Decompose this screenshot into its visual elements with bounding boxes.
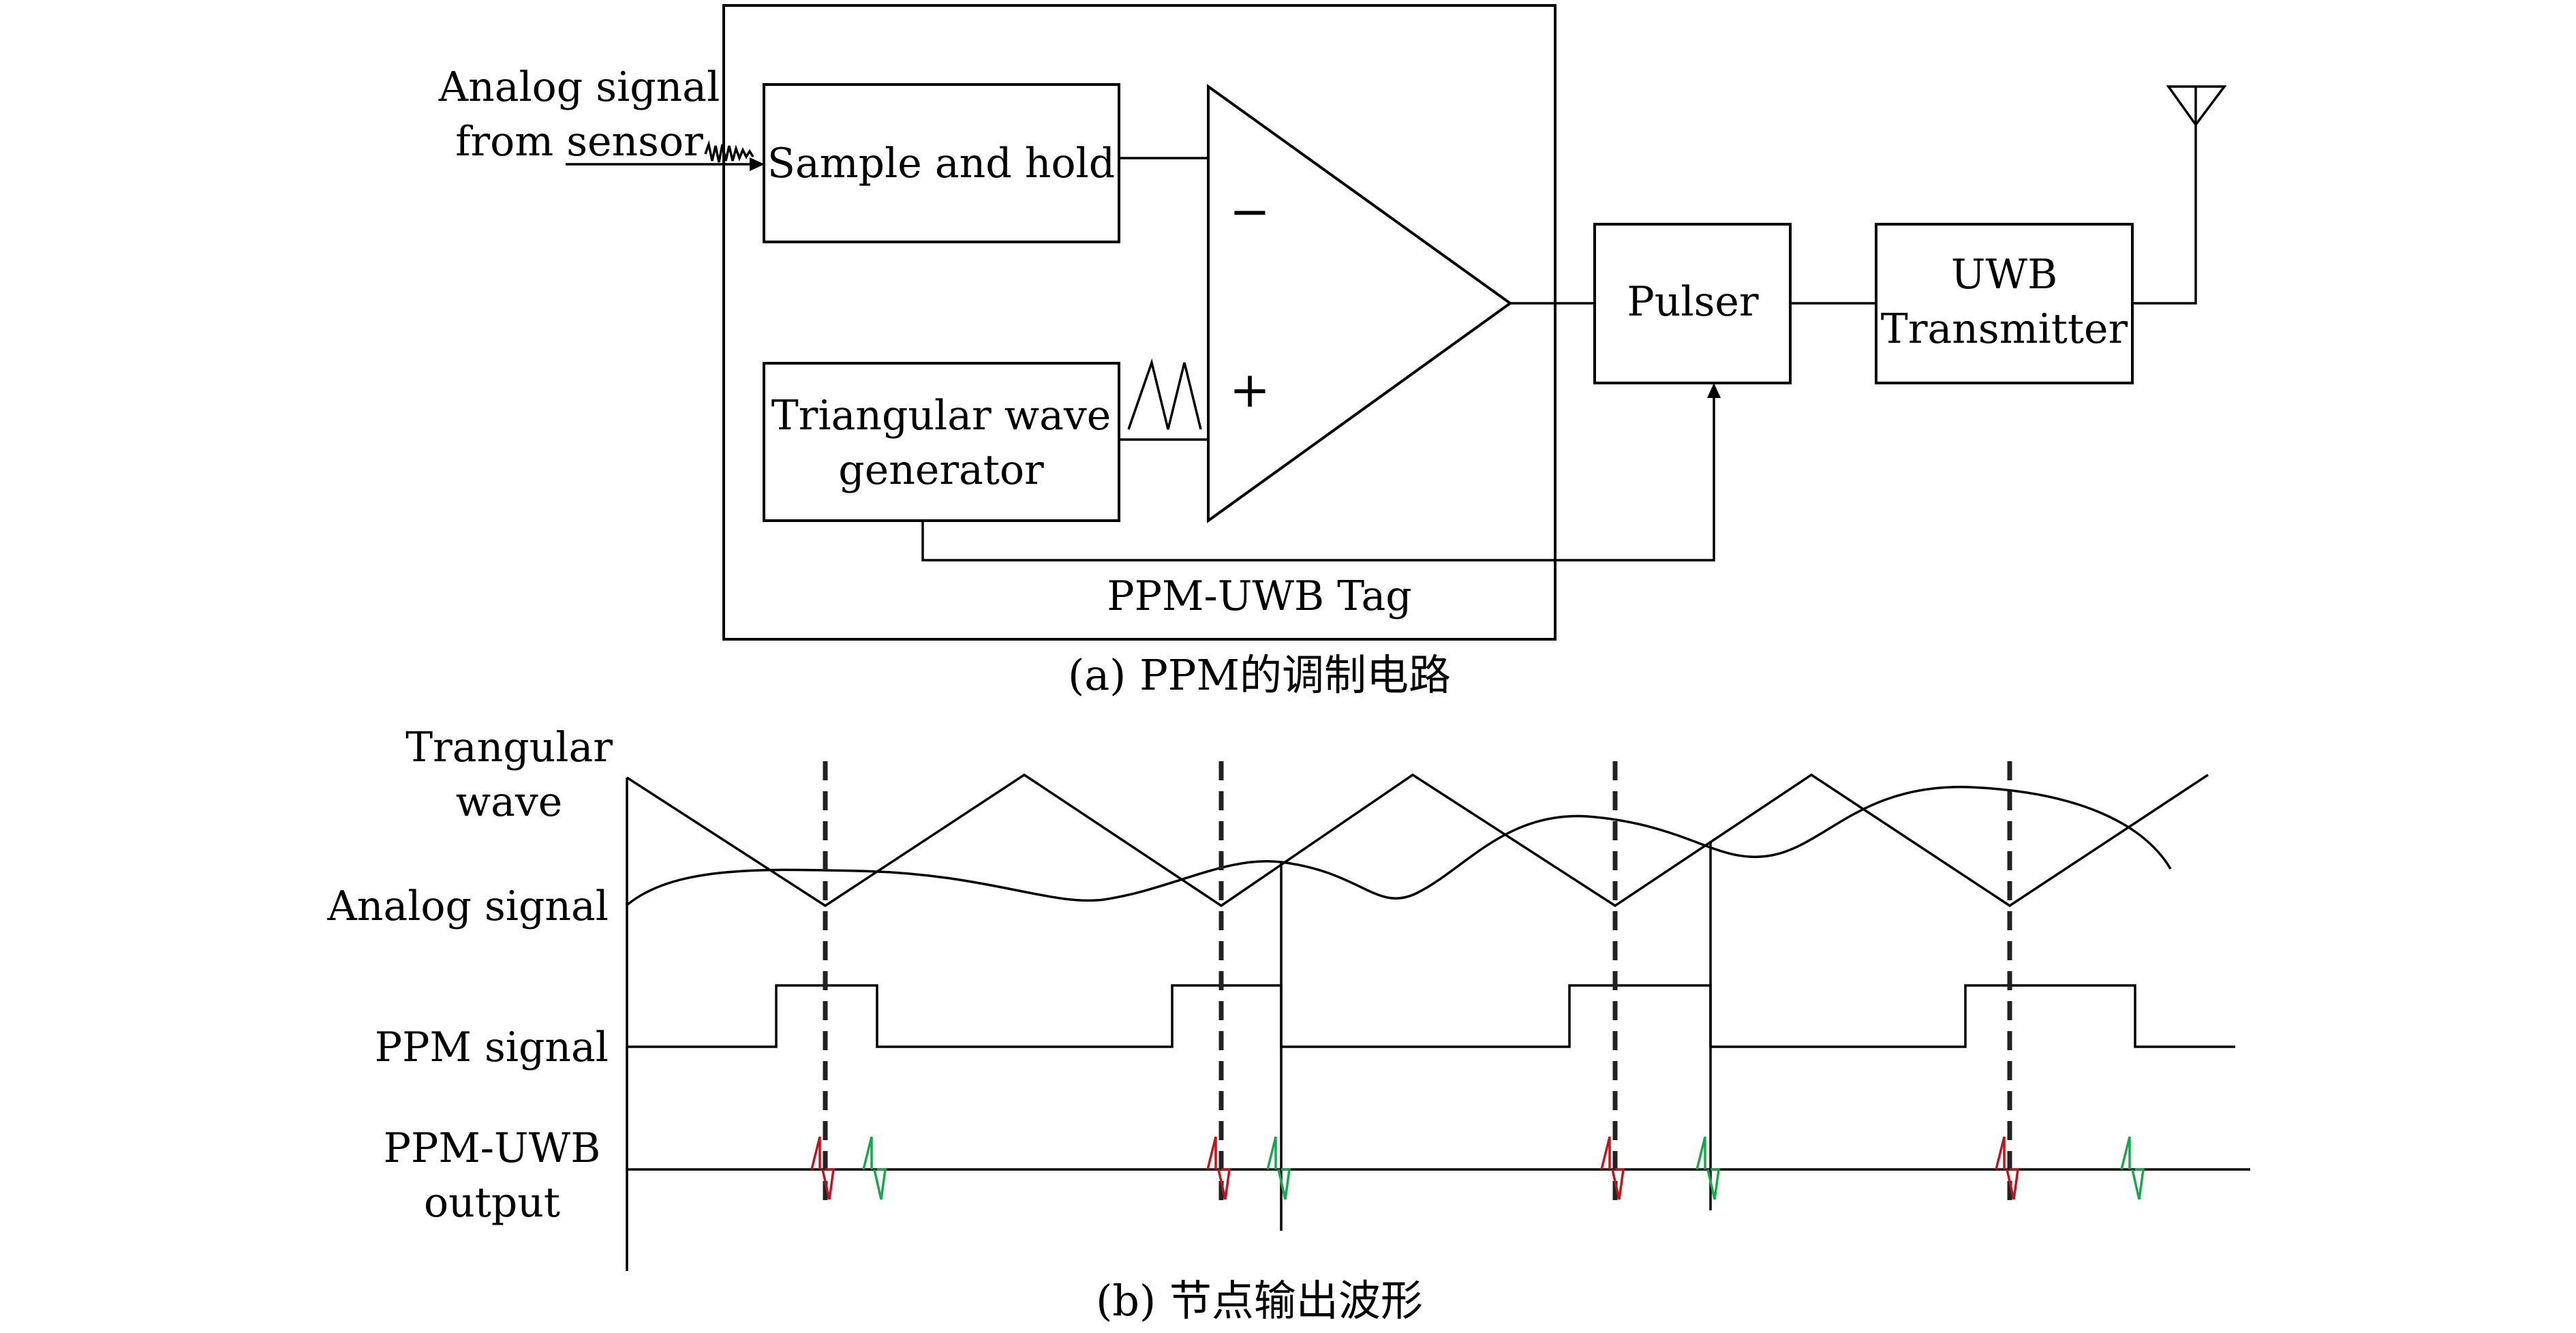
comparator-symbol [1207,84,1513,523]
sensor-squiggle-icon [704,140,754,163]
sample-hold-label: Sample and hold [767,140,1115,187]
antenna-icon [2166,85,2227,127]
reference-pulse-1 [810,1136,835,1200]
ppm-uwb-label-2: output [424,1179,560,1227]
reference-pulse-2 [1206,1136,1231,1200]
uwb-label-line2: Transmitter [1881,305,2128,353]
position-pulse-1 [862,1136,887,1200]
sample-hold-block [763,83,1120,243]
generator-to-pulser-wire [921,395,1715,562]
input-arrow-head [750,157,765,171]
node-output-waveforms: Trangular wave Analog signal PPM signal … [326,724,2250,1326]
input-label-line2: from sensor [455,118,703,166]
pulser-label: Pulser [1627,278,1759,326]
uwb-transmitter-block [1875,223,2134,384]
analog-signal-label: Analog signal [326,883,609,930]
comparator-plus-sign: + [1229,361,1270,418]
reference-pulse-4 [1995,1136,2020,1200]
triangular-wave-label-1: Trangular [405,724,613,771]
triangular-wave-trace [626,773,2209,908]
triangular-generator-label-2: generator [838,446,1044,494]
tag-label: PPM-UWB Tag [1107,572,1411,620]
ppm-signal-trace [627,984,2235,1048]
tag-boundary [722,4,1557,641]
position-pulse-4 [2120,1136,2145,1200]
position-pulse-3 [1696,1136,1721,1200]
triangular-generator-label-1: Triangular wave [771,392,1111,440]
analog-signal-trace [626,786,2172,906]
triangular-wave-label-2: wave [456,778,563,826]
uwb-label-line1: UWB [1951,251,2057,298]
position-pulse-2 [1266,1136,1291,1200]
uwb-to-antenna-wire [2132,125,2197,305]
pulser-input-arrow-head [1707,383,1721,398]
ppm-signal-label: PPM signal [375,1024,609,1071]
triangular-generator-block [763,362,1120,522]
modulation-circuit: Analog signal from sensor Sample and hol… [438,4,2227,700]
input-label-line1: Analog signal [438,63,720,111]
caption-b: (b) 节点输出波形 [1096,1276,1423,1326]
comparator-minus-sign: − [1229,183,1270,240]
reference-pulse-3 [1600,1136,1625,1200]
ppm-uwb-label-1: PPM-UWB [384,1124,601,1172]
caption-a: (a) PPM的调制电路 [1068,650,1451,700]
triangle-wave-icon [1127,358,1202,430]
